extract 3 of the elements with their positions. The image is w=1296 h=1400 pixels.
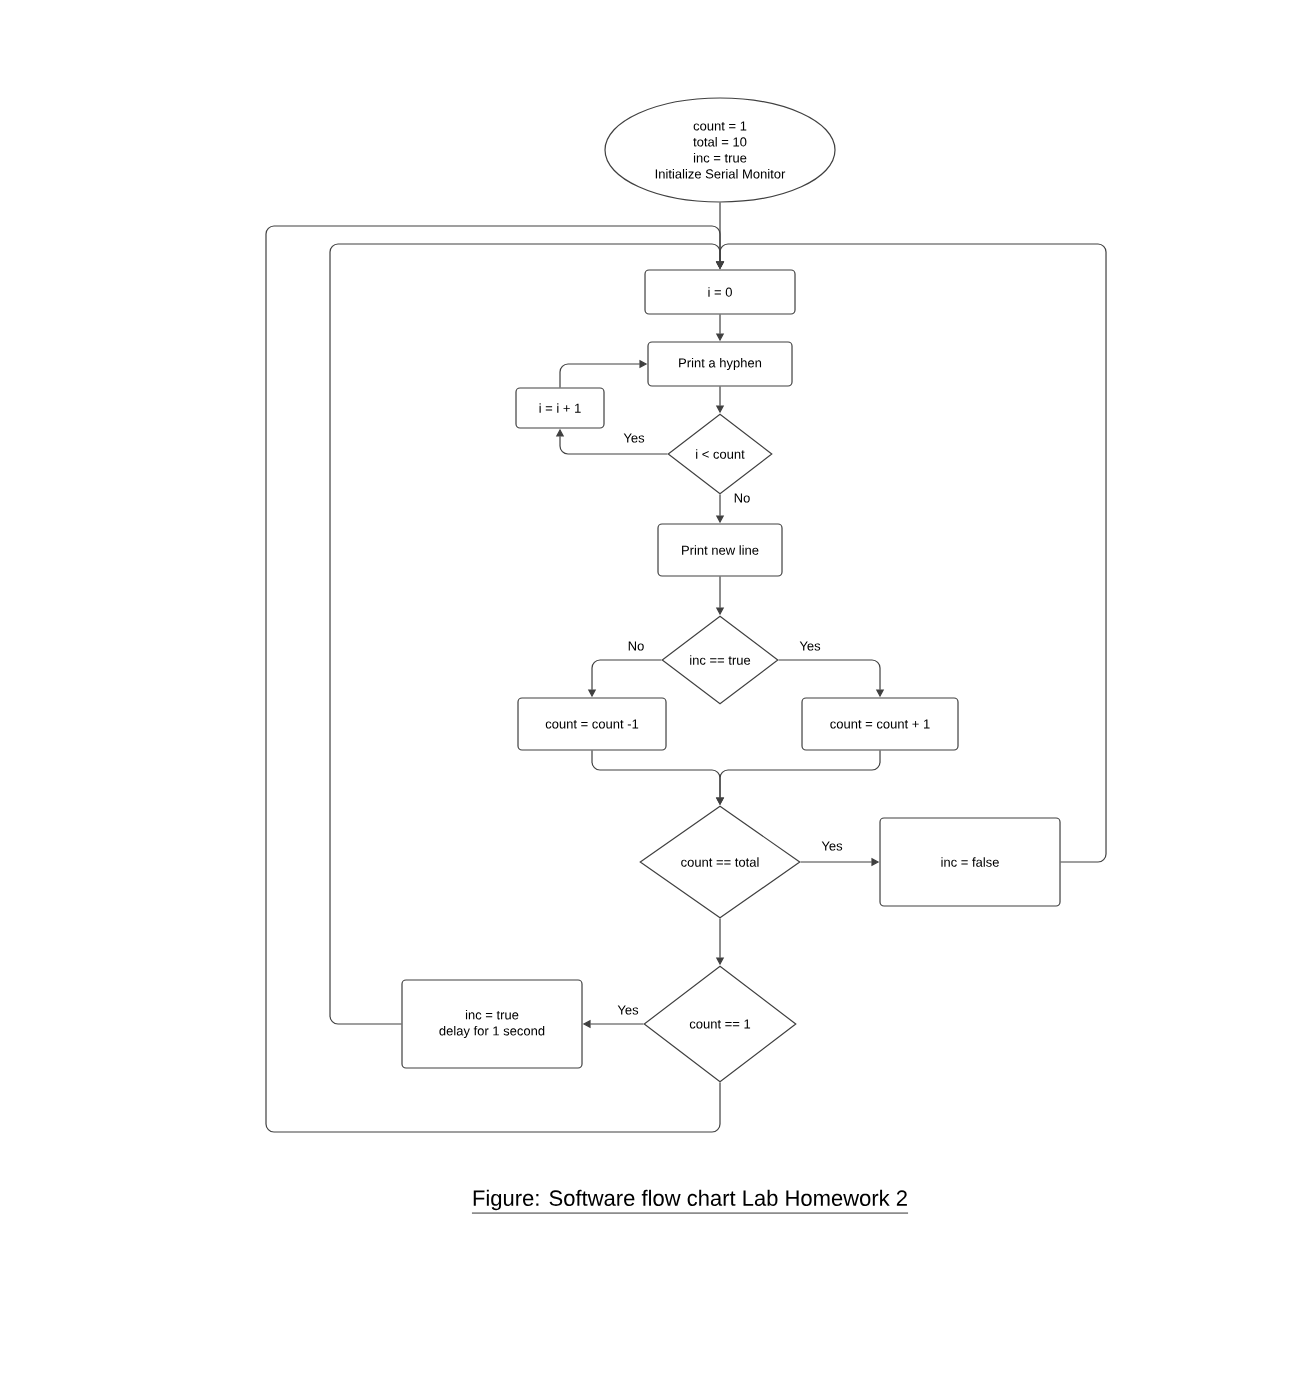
arrow <box>265 225 725 1133</box>
caption: Figure: Software flow chart Lab Homework 2 <box>471 1189 909 1214</box>
arrow <box>329 243 725 1025</box>
